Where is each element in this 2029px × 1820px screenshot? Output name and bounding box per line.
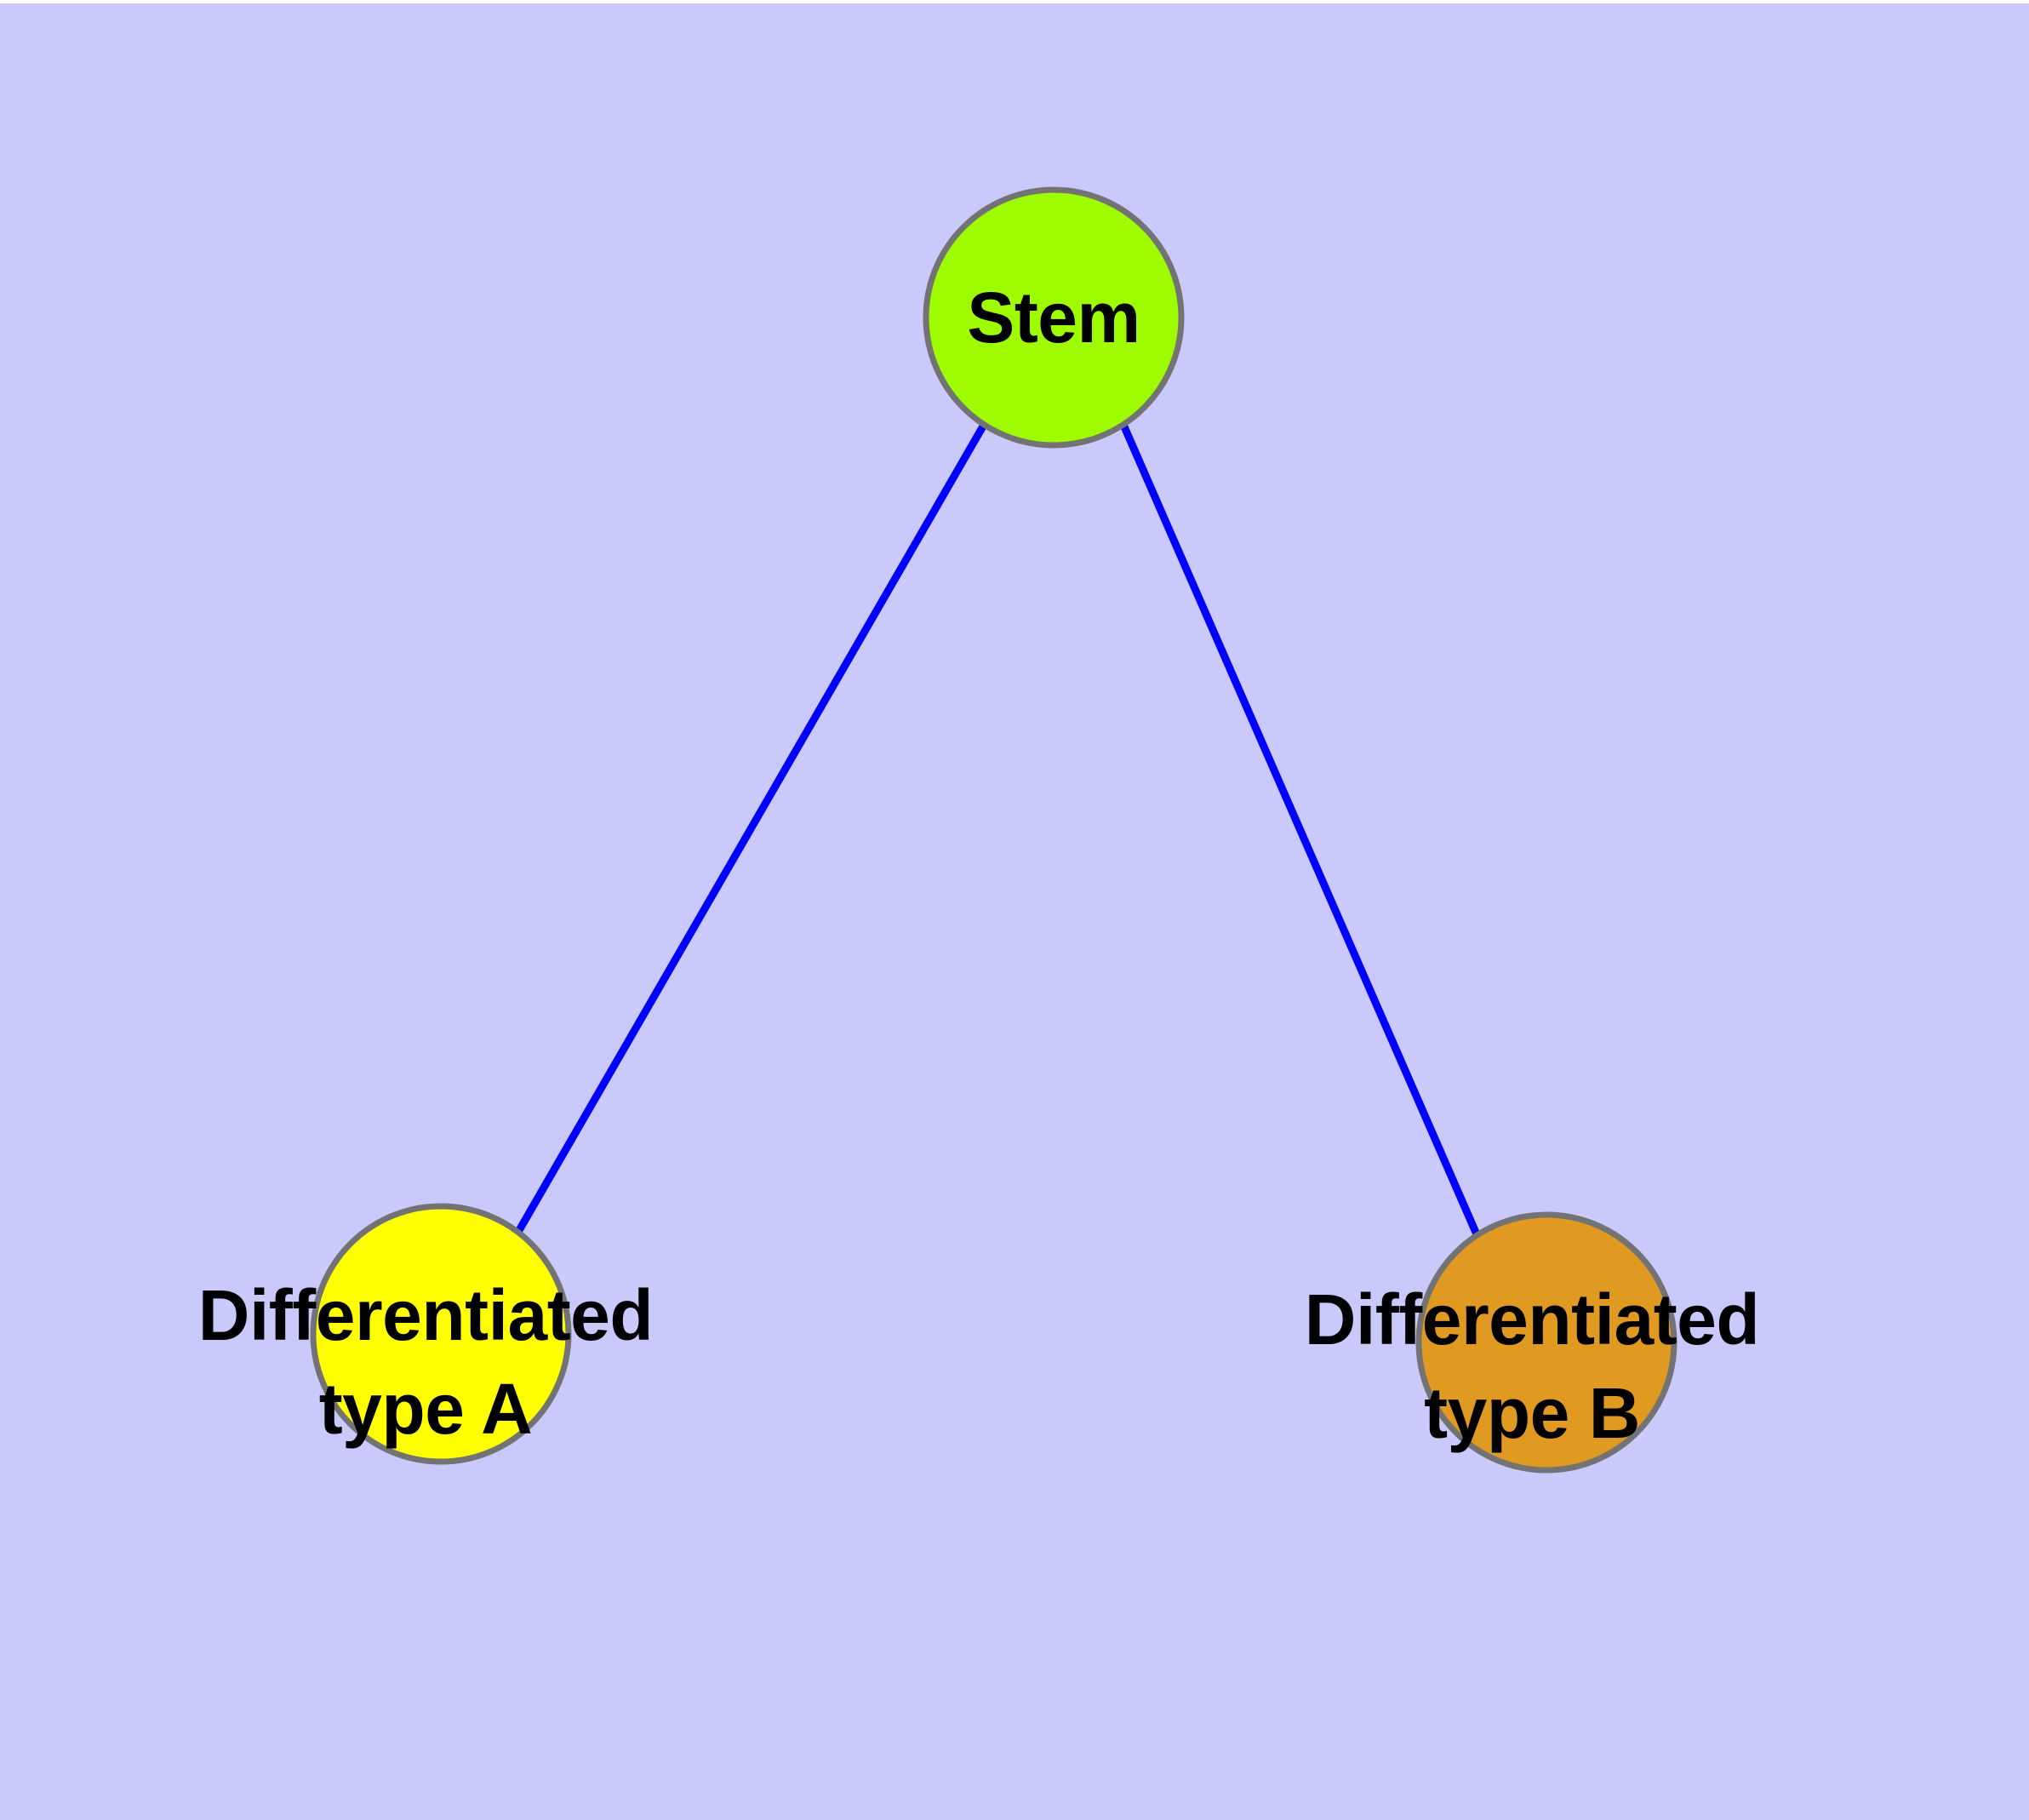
edge-stem-to-differentiated-type-b[interactable] — [1119, 423, 1481, 1236]
nodes-layer — [310, 186, 1677, 1474]
edge-stem-to-differentiated-type-a[interactable] — [515, 422, 987, 1234]
edges-layer — [515, 422, 1481, 1236]
top-edge-strip — [0, 0, 2029, 3]
node-differentiated-type-b[interactable] — [1415, 1211, 1677, 1474]
node-differentiated-type-a[interactable] — [310, 1203, 572, 1465]
node-stem[interactable] — [923, 186, 1185, 449]
